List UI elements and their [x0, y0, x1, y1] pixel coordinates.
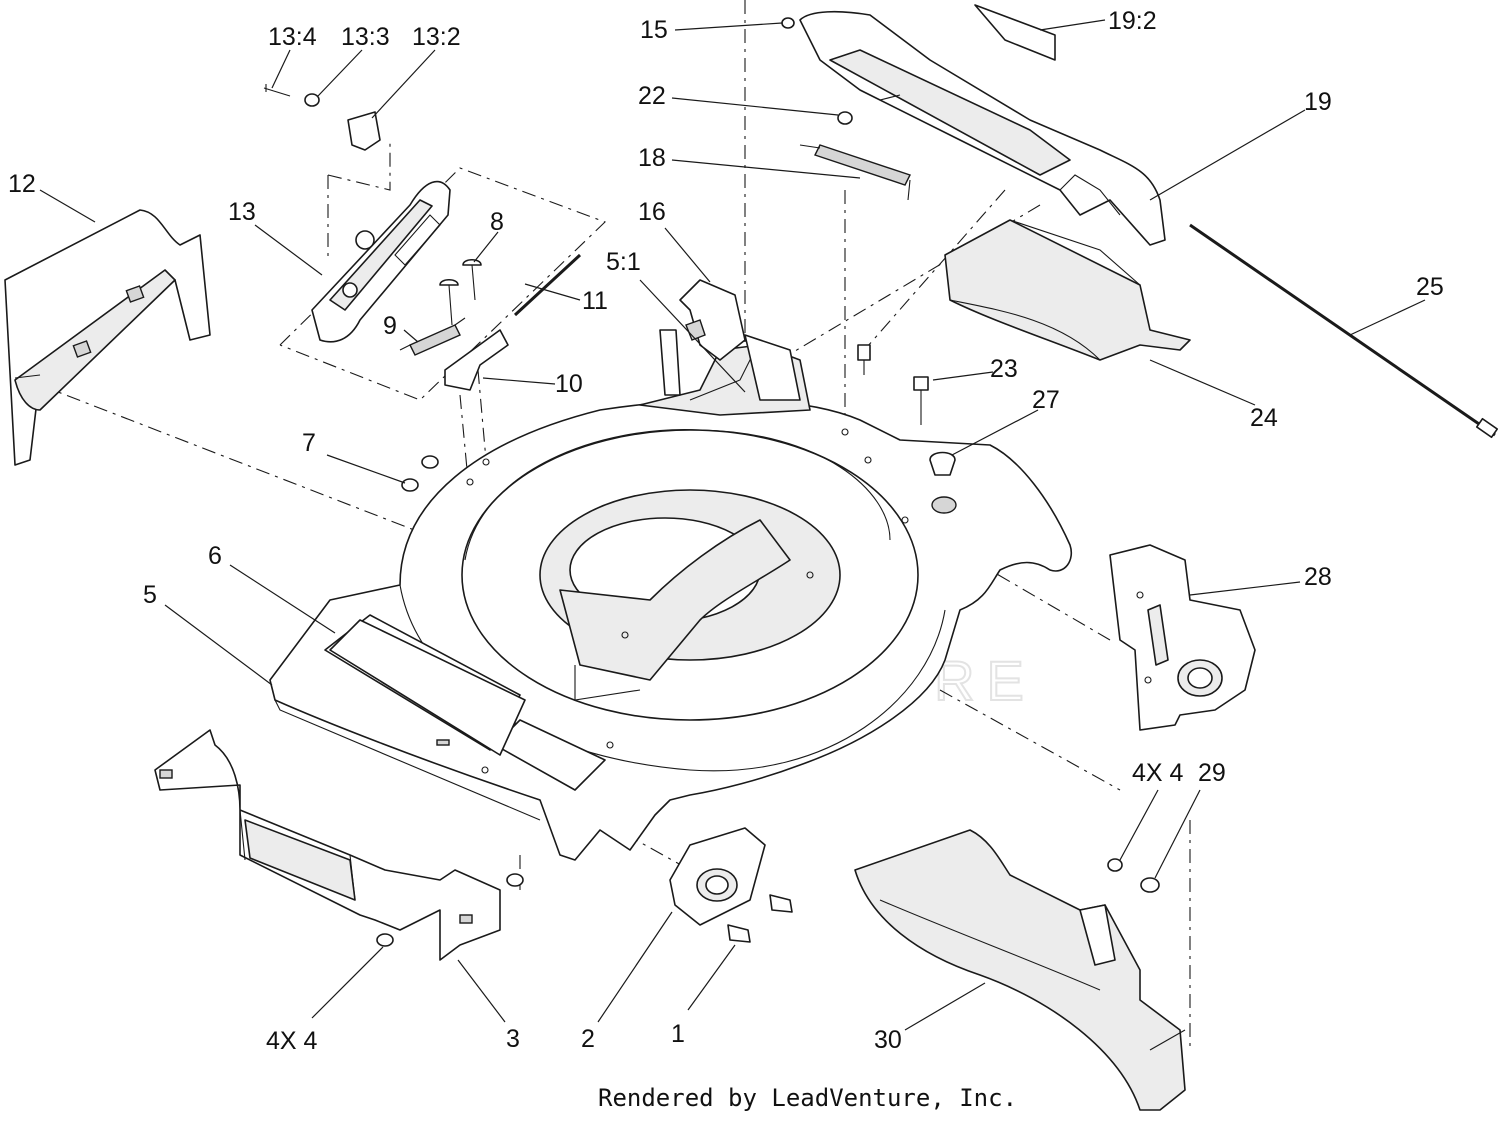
callout-4x4-left: 4X 4: [266, 1027, 318, 1055]
door-spring: [799, 144, 911, 201]
callout-19-2: 19:2: [1108, 7, 1157, 35]
callout-25: 25: [1416, 273, 1444, 301]
callout-9: 9: [383, 312, 397, 340]
side-chute: [854, 829, 1186, 1111]
callout-23: 23: [990, 355, 1018, 383]
callout-4x4-right: 4X 4: [1132, 759, 1184, 787]
hinge-rod: [1189, 223, 1499, 439]
mower-deck: [269, 398, 1072, 861]
height-adjust-lever: [311, 180, 451, 343]
callout-18: 18: [638, 144, 666, 172]
spring-nut: [837, 111, 853, 125]
lever-rod: [513, 253, 582, 317]
callout-13: 13: [228, 198, 256, 226]
callout-1: 1: [671, 1020, 685, 1048]
callout-7: 7: [302, 429, 316, 457]
alignment-lines: [39, 0, 1191, 1050]
front-bolts: [727, 894, 793, 943]
lever-spring: [399, 317, 466, 356]
deck-bolts: [857, 344, 929, 425]
rear-bracket: [679, 279, 801, 401]
callout-29: 29: [1198, 759, 1226, 787]
callout-24: 24: [1250, 404, 1278, 432]
callout-16: 16: [638, 198, 666, 226]
chute-hardware: [1107, 858, 1160, 893]
callout-labels: 13:4 13:3 13:2 12 13 8 11 9 10 7 6 5 15 …: [8, 7, 1444, 1055]
callout-11: 11: [582, 287, 608, 315]
right-wheel-bracket: [1109, 544, 1256, 731]
rear-cover: [799, 10, 1166, 246]
callout-13-4: 13:4: [268, 23, 317, 51]
deck-decal: [329, 619, 526, 756]
callout-10: 10: [555, 370, 583, 398]
callout-22: 22: [638, 82, 666, 110]
lever-bracket: [444, 329, 509, 391]
callout-19: 19: [1304, 88, 1332, 116]
callout-5-1: 5:1: [606, 248, 641, 276]
front-axle-bracket: [154, 729, 501, 961]
lever-screw: [263, 84, 291, 97]
callout-8: 8: [490, 208, 504, 236]
wash-port-plug: [929, 451, 957, 514]
callout-2: 2: [581, 1025, 595, 1053]
deck-nuts: [401, 455, 439, 492]
cover-decal: [974, 4, 1056, 61]
leader-lines: [39, 19, 1426, 1031]
callout-5: 5: [143, 581, 157, 609]
lever-washer: [304, 93, 320, 107]
front-nuts: [376, 873, 524, 947]
callout-30: 30: [874, 1026, 902, 1054]
footer-credit: Rendered by LeadVenture, Inc.: [598, 1084, 1017, 1112]
handle-nut: [781, 17, 795, 29]
rear-flap: [4, 209, 211, 466]
callout-15: 15: [640, 16, 668, 44]
callout-13-2: 13:2: [412, 23, 461, 51]
lever-clip: [347, 111, 381, 151]
pivot-pins: [439, 258, 482, 326]
front-wheel-plate: [669, 827, 766, 926]
rear-deflector: [944, 219, 1191, 361]
callout-3: 3: [506, 1025, 520, 1053]
callout-28: 28: [1304, 563, 1332, 591]
callout-13-3: 13:3: [341, 23, 390, 51]
callout-27: 27: [1032, 386, 1060, 414]
callout-12: 12: [8, 170, 36, 198]
callout-6: 6: [208, 542, 222, 570]
